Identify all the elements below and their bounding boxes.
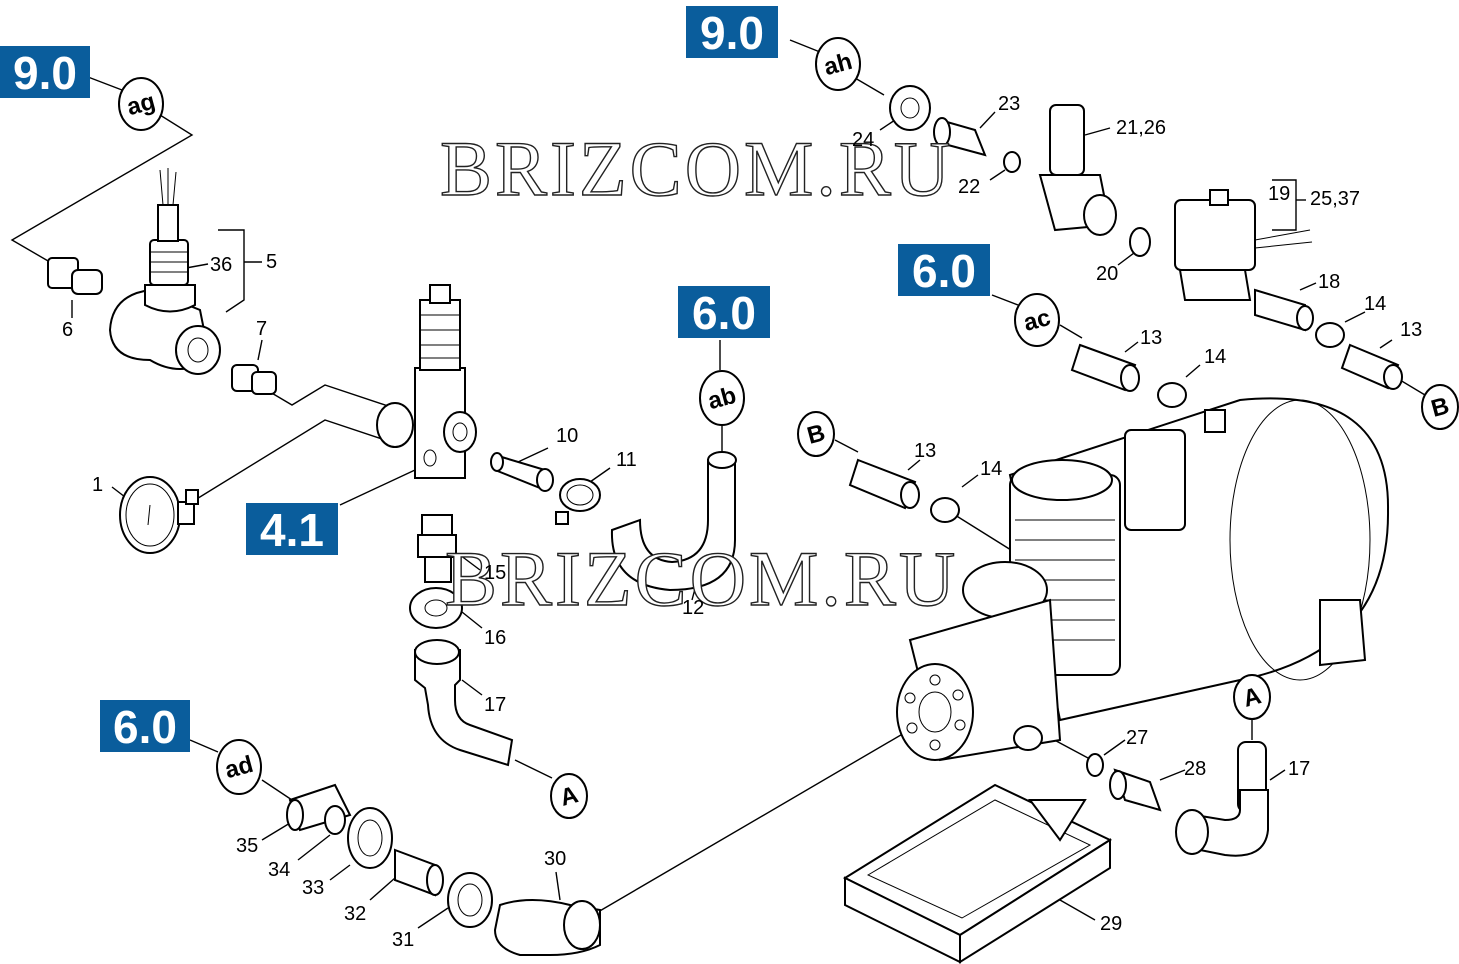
badge-6-0-middle: 6.0 (678, 286, 770, 339)
badge-6-0-bottom: 6.0 (100, 700, 190, 753)
part-number-30: 30 (544, 848, 566, 870)
parts-27-28-17-right-drawing (1086, 741, 1269, 857)
part-12-hose-drawing (610, 451, 737, 592)
part-number-23: 23 (998, 93, 1020, 115)
svg-text:9.0: 9.0 (13, 47, 77, 99)
parts-20-24-drawing (889, 85, 1151, 257)
part-number-12: 12 (682, 597, 704, 619)
reference-labels: ag ah ac ab ad B B A (118, 37, 1459, 819)
ref-b-right: B (1421, 384, 1459, 430)
part-number-13-a: 13 (1140, 327, 1162, 349)
part-5-flow-switch-drawing (108, 168, 221, 375)
part-number-29: 29 (1100, 913, 1122, 935)
part-number-36: 36 (210, 254, 232, 276)
part-number-10: 10 (556, 425, 578, 447)
part-6-drawing (47, 257, 103, 295)
svg-text:B: B (1428, 392, 1452, 423)
part-number-13-c: 13 (914, 440, 936, 462)
badge-4-1: 4.1 (246, 503, 338, 556)
part-29-tray-drawing (842, 783, 1113, 964)
part-11-drawing (555, 478, 601, 525)
part-number-16: 16 (484, 627, 506, 649)
part-number-32: 32 (344, 903, 366, 925)
part-number-19: 19 (1268, 183, 1290, 205)
badge-9-0-top: 9.0 (686, 6, 778, 59)
parts-30-35-drawing (286, 783, 601, 956)
part-number-14-b: 14 (1204, 346, 1226, 368)
svg-text:4.1: 4.1 (260, 504, 324, 556)
part-number-1: 1 (92, 474, 103, 496)
part-number-20: 20 (1096, 263, 1118, 285)
svg-text:6.0: 6.0 (113, 701, 177, 753)
part-number-28: 28 (1184, 758, 1206, 780)
svg-text:A: A (557, 781, 581, 812)
ref-ac: ac (1014, 293, 1060, 347)
ref-b-left: B (797, 411, 835, 457)
part-number-31: 31 (392, 929, 414, 951)
part-1-gauge-drawing (119, 476, 199, 554)
svg-text:A: A (1240, 682, 1264, 713)
part-10-drawing (490, 452, 554, 492)
part-number-27: 27 (1126, 727, 1148, 749)
svg-text:9.0: 9.0 (700, 7, 764, 59)
ref-a-right: A (1233, 674, 1271, 720)
part-19-solenoid-drawing (1174, 189, 1313, 301)
ref-ab: ab (699, 370, 745, 426)
svg-text:6.0: 6.0 (692, 287, 756, 339)
clamp-parts-drawing (930, 322, 1345, 523)
badge-9-0-left: 9.0 (0, 46, 90, 99)
part-number-5: 5 (266, 251, 277, 273)
part-number-18: 18 (1318, 271, 1340, 293)
part-number-24: 24 (852, 129, 874, 151)
part-number-17-b: 17 (1288, 758, 1310, 780)
parts-15-16-17-drawing (409, 514, 514, 767)
part-number-14-c: 14 (980, 458, 1002, 480)
part-number-33: 33 (302, 877, 324, 899)
badge-6-0-right: 6.0 (898, 244, 990, 297)
hose-13-drawing (848, 343, 1403, 510)
watermark-middle: BRIZCOM.RU (445, 535, 958, 622)
svg-text:B: B (804, 419, 828, 450)
part-number-13-b: 13 (1400, 319, 1422, 341)
watermark-top: BRIZCOM.RU (440, 125, 953, 212)
part-number-14-a: 14 (1364, 293, 1386, 315)
part-number-7: 7 (256, 318, 267, 340)
part-number-22: 22 (958, 176, 980, 198)
part-number-35: 35 (236, 835, 258, 857)
svg-text:6.0: 6.0 (912, 245, 976, 297)
ref-ad: ad (216, 739, 262, 795)
part-number-21-26: 21,26 (1116, 117, 1166, 139)
part-number-17-a: 17 (484, 694, 506, 716)
part-7-drawing (231, 364, 277, 395)
part-number-6: 6 (62, 319, 73, 341)
unloader-valve-drawing (376, 284, 477, 479)
parts-artwork (47, 85, 1403, 964)
ref-a-bottom: A (550, 773, 588, 819)
part-18-drawing (1254, 288, 1314, 332)
ref-ah: ah (815, 37, 861, 91)
pump-motor-drawing (896, 397, 1390, 762)
section-badges: 9.0 9.0 6.0 6.0 6.0 4.1 (0, 6, 990, 753)
watermarks: BRIZCOM.RU BRIZCOM.RU (439, 124, 958, 622)
part-number-25-37: 25,37 (1310, 188, 1360, 210)
part-numbers: 1 5 6 7 10 11 12 13 13 13 14 14 14 15 16… (62, 93, 1422, 951)
part-number-15: 15 (484, 562, 506, 584)
part-number-34: 34 (268, 859, 290, 881)
part-number-11: 11 (616, 449, 637, 471)
ref-ag: ag (118, 77, 164, 131)
